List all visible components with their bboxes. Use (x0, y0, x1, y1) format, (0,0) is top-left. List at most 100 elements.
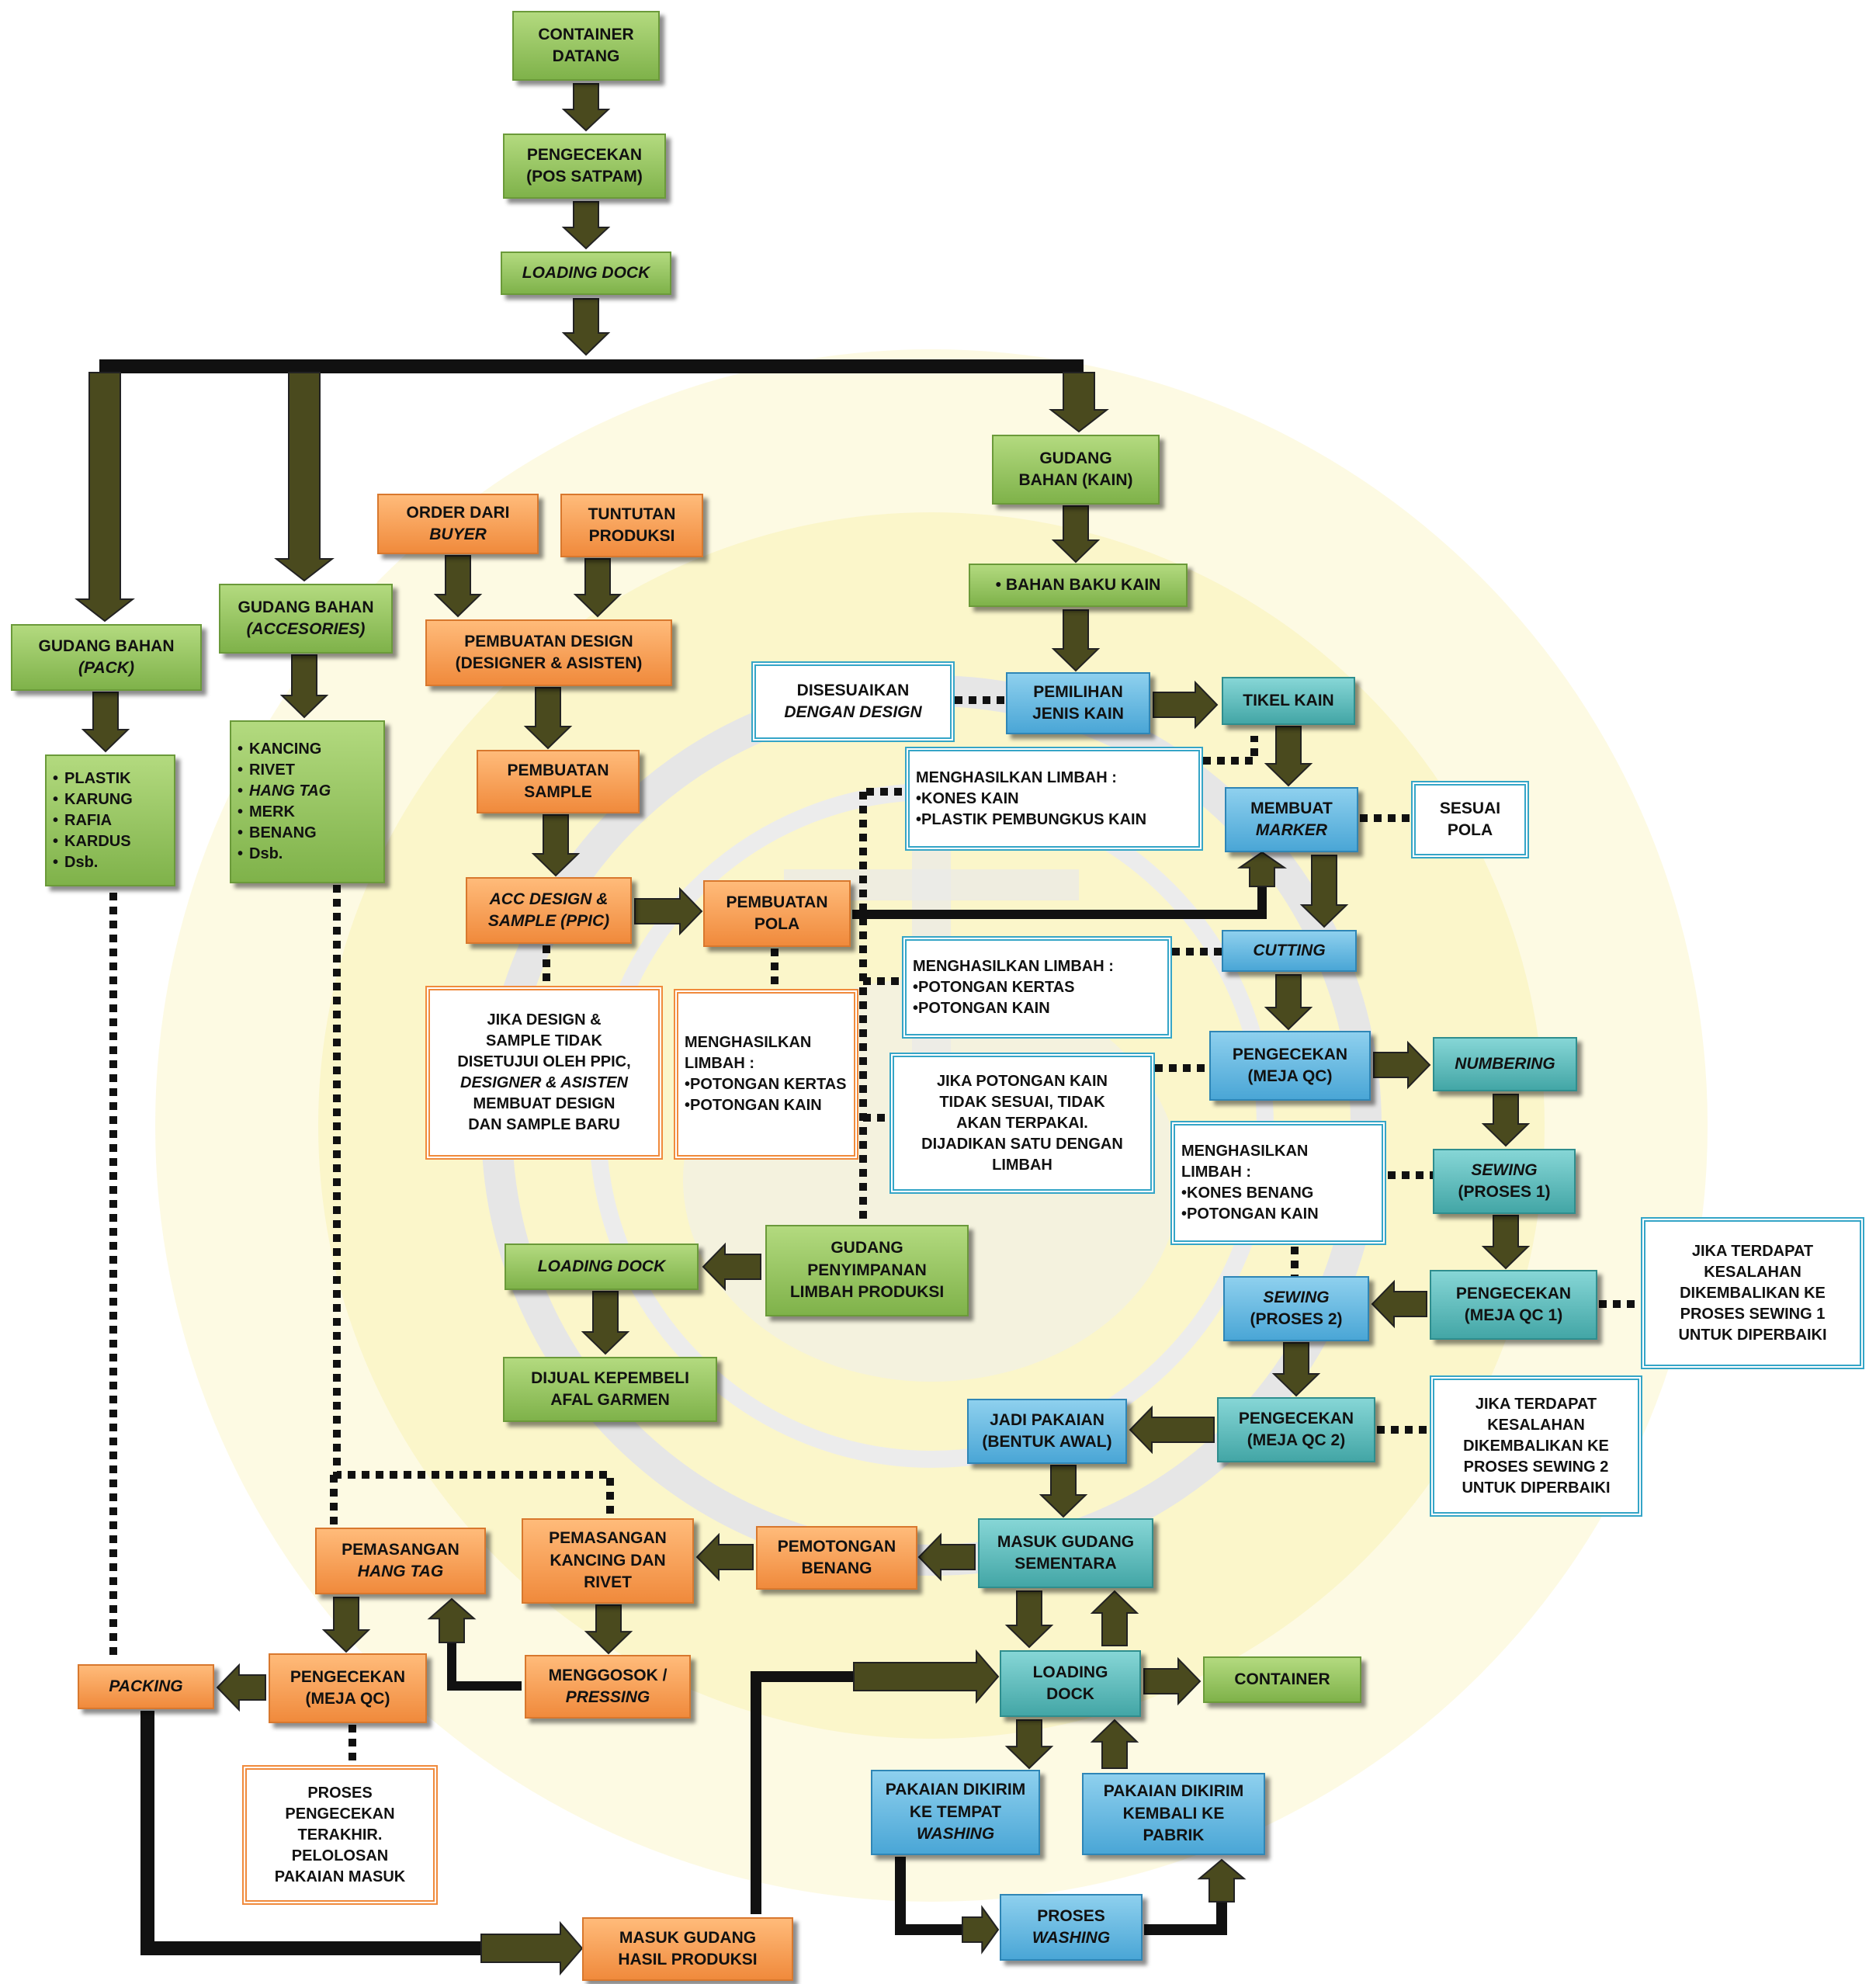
node-accesories-items: •KANCING •RIVET •HANG TAG •MERK •BENANG … (230, 720, 385, 883)
node-pengecekan-qc1: PENGECEKAN (MEJA QC 1) (1430, 1270, 1597, 1340)
node-label: PAKAIAN DIKIRIM (1103, 1782, 1244, 1801)
item-text: BAHAN BAKU KAIN (1005, 575, 1161, 594)
note-line: JIKA DESIGN & (487, 1011, 602, 1028)
node-label: GUDANG BAHAN (238, 598, 374, 616)
item-text: Dsb. (64, 853, 99, 871)
node-label: SEMENTARA (1014, 1555, 1117, 1573)
node-pengecekan-pos: PENGECEKAN (POS SATPAM) (503, 134, 666, 199)
node-label: SEWING (1471, 1160, 1538, 1179)
node-packing: PACKING (78, 1664, 214, 1709)
flow-arrow (561, 83, 611, 132)
flow-arrow (561, 298, 611, 356)
note-line: •PLASTIK PEMBUNGKUS KAIN (916, 810, 1147, 828)
note-line: •KONES BENANG (1181, 1185, 1314, 1202)
node-pengecekan-qc2: PENGECEKAN (MEJA QC 2) (1217, 1397, 1375, 1462)
flow-arrow (1481, 1215, 1531, 1270)
note-line: SAMPLE TIDAK (486, 1032, 602, 1049)
node-label: PEMBUATAN DESIGN (464, 632, 633, 650)
flow-arrow (1051, 505, 1101, 564)
node-pemasangan-kancing: PEMASANGAN KANCING DAN RIVET (522, 1518, 694, 1604)
flow-arrow (75, 372, 135, 623)
note-potongan-kain: JIKA POTONGAN KAIN TIDAK SESUAI, TIDAK A… (889, 1053, 1155, 1194)
list-item: •KANCING (238, 741, 322, 758)
node-label: ORDER DARI (406, 503, 510, 522)
note-line: •POTONGAN KERTAS (685, 1076, 847, 1093)
node-pembuatan-pola: PEMBUATAN POLA (703, 880, 851, 947)
item-text: PLASTIK (64, 769, 131, 787)
note-limbah-kertas: MENGHASILKAN LIMBAH : •POTONGAN KERTAS •… (902, 936, 1172, 1039)
flow-arrow (1004, 1590, 1054, 1649)
flow-arrow (1299, 855, 1349, 928)
node-label: RIVET (584, 1573, 632, 1592)
note-qc2: JIKA TERDAPAT KESALAHAN DIKEMBALIKAN KE … (1430, 1375, 1642, 1517)
node-gudang-kain: GUDANG BAHAN (KAIN) (992, 435, 1160, 505)
node-masuk-gudang-sementara: MASUK GUDANG SEMENTARA (978, 1518, 1153, 1588)
node-label: MASUK GUDANG (997, 1532, 1135, 1551)
list-item: •PLASTIK (53, 769, 131, 787)
solid-connector (751, 1671, 869, 1914)
node-label: HASIL PRODUKSI (618, 1951, 758, 1968)
node-label: PEMILIHAN (1033, 682, 1123, 701)
node-membuat-marker: MEMBUAT MARKER (1225, 787, 1358, 852)
node-label: MENGGOSOK / (548, 1666, 668, 1684)
node-bahan-baku-kain: • BAHAN BAKU KAIN (969, 564, 1188, 607)
note-line: POLA (1447, 821, 1493, 839)
node-label: PEMOTONGAN (777, 1537, 896, 1556)
note-line: PROSES (307, 1784, 373, 1802)
node-label: HANG TAG (357, 1563, 444, 1580)
note-qc1: JIKA TERDAPAT KESALAHAN DIKEMBALIKAN KE … (1641, 1217, 1864, 1369)
item-text: KANCING (249, 741, 322, 758)
flow-arrow (1129, 1405, 1215, 1455)
note-pola-limbah: MENGHASILKAN LIMBAH : •POTONGAN KERTAS •… (674, 989, 858, 1160)
note-line: JIKA TERDAPAT (1475, 1395, 1597, 1413)
node-label: (PROSES 2) (1250, 1310, 1343, 1328)
flow-arrow (581, 1291, 630, 1355)
node-label: SEWING (1263, 1288, 1330, 1306)
note-line: UNTUK DIPERBAIKI (1678, 1326, 1827, 1344)
note-line: •POTONGAN KERTAS (913, 978, 1075, 996)
note-line: KESALAHAN (1704, 1263, 1801, 1281)
node-label: KE TEMPAT (909, 1802, 1002, 1821)
node-label: PRODUKSI (588, 527, 675, 545)
flow-arrow (1090, 1719, 1139, 1769)
node-label: (MEJA QC) (1247, 1067, 1333, 1085)
node-label: (BENTUK AWAL) (982, 1433, 1112, 1451)
flow-arrow (81, 692, 130, 753)
item-text: KONES BENANG (1187, 1185, 1314, 1202)
note-line: AKAN TERPAKAI. (956, 1114, 1088, 1132)
node-label: SAMPLE (PPIC) (487, 912, 610, 930)
node-container-datang: CONTAINER DATANG (512, 11, 660, 81)
node-label: LOADING DOCK (537, 1257, 666, 1275)
item-text: MERK (249, 803, 295, 820)
note-line: •POTONGAN KAIN (685, 1097, 822, 1114)
note-line: PENGECEKAN (285, 1805, 395, 1823)
flow-arrow (962, 1905, 1000, 1955)
note-line: LIMBAH (992, 1156, 1052, 1174)
note-design-rejected: JIKA DESIGN & SAMPLE TIDAK DISETUJUI OLE… (425, 986, 663, 1160)
list-item: •BENANG (238, 824, 317, 841)
flow-arrow (279, 654, 329, 719)
solid-connector (1144, 1894, 1227, 1935)
note-line: •POTONGAN KAIN (913, 999, 1050, 1017)
list-item: •Dsb. (53, 853, 99, 871)
node-tikel-kain: TIKEL KAIN (1222, 677, 1355, 725)
node-label: PEMASANGAN (342, 1540, 459, 1559)
flow-arrow (1090, 1590, 1139, 1646)
node-label: WASHING (916, 1825, 995, 1844)
node-loading-dock-mid: LOADING DOCK (505, 1243, 699, 1290)
dotted-connector (333, 885, 614, 1517)
note-line: UNTUK DIPERBAIKI (1462, 1479, 1611, 1497)
flow-arrow (531, 814, 581, 877)
node-menggosok: MENGGOSOK / PRESSING (525, 1655, 691, 1719)
list-item: •KARUNG (53, 790, 133, 808)
note-line: LIMBAH : (685, 1055, 754, 1072)
flow-arrow (1051, 609, 1101, 672)
note-sesuai-pola: SESUAI POLA (1411, 781, 1529, 858)
item-text: KONES KAIN (921, 789, 1019, 807)
flow-arrow (1481, 1094, 1531, 1147)
note-limbah-kones: MENGHASILKAN LIMBAH : •KONES KAIN •PLAST… (905, 747, 1203, 851)
node-gudang-pack: GUDANG BAHAN (PACK) (11, 624, 202, 691)
node-label: PENGECEKAN (1238, 1409, 1354, 1427)
node-pemotongan-benang: PEMOTONGAN BENANG (756, 1526, 917, 1590)
node-numbering: NUMBERING (1433, 1037, 1577, 1091)
